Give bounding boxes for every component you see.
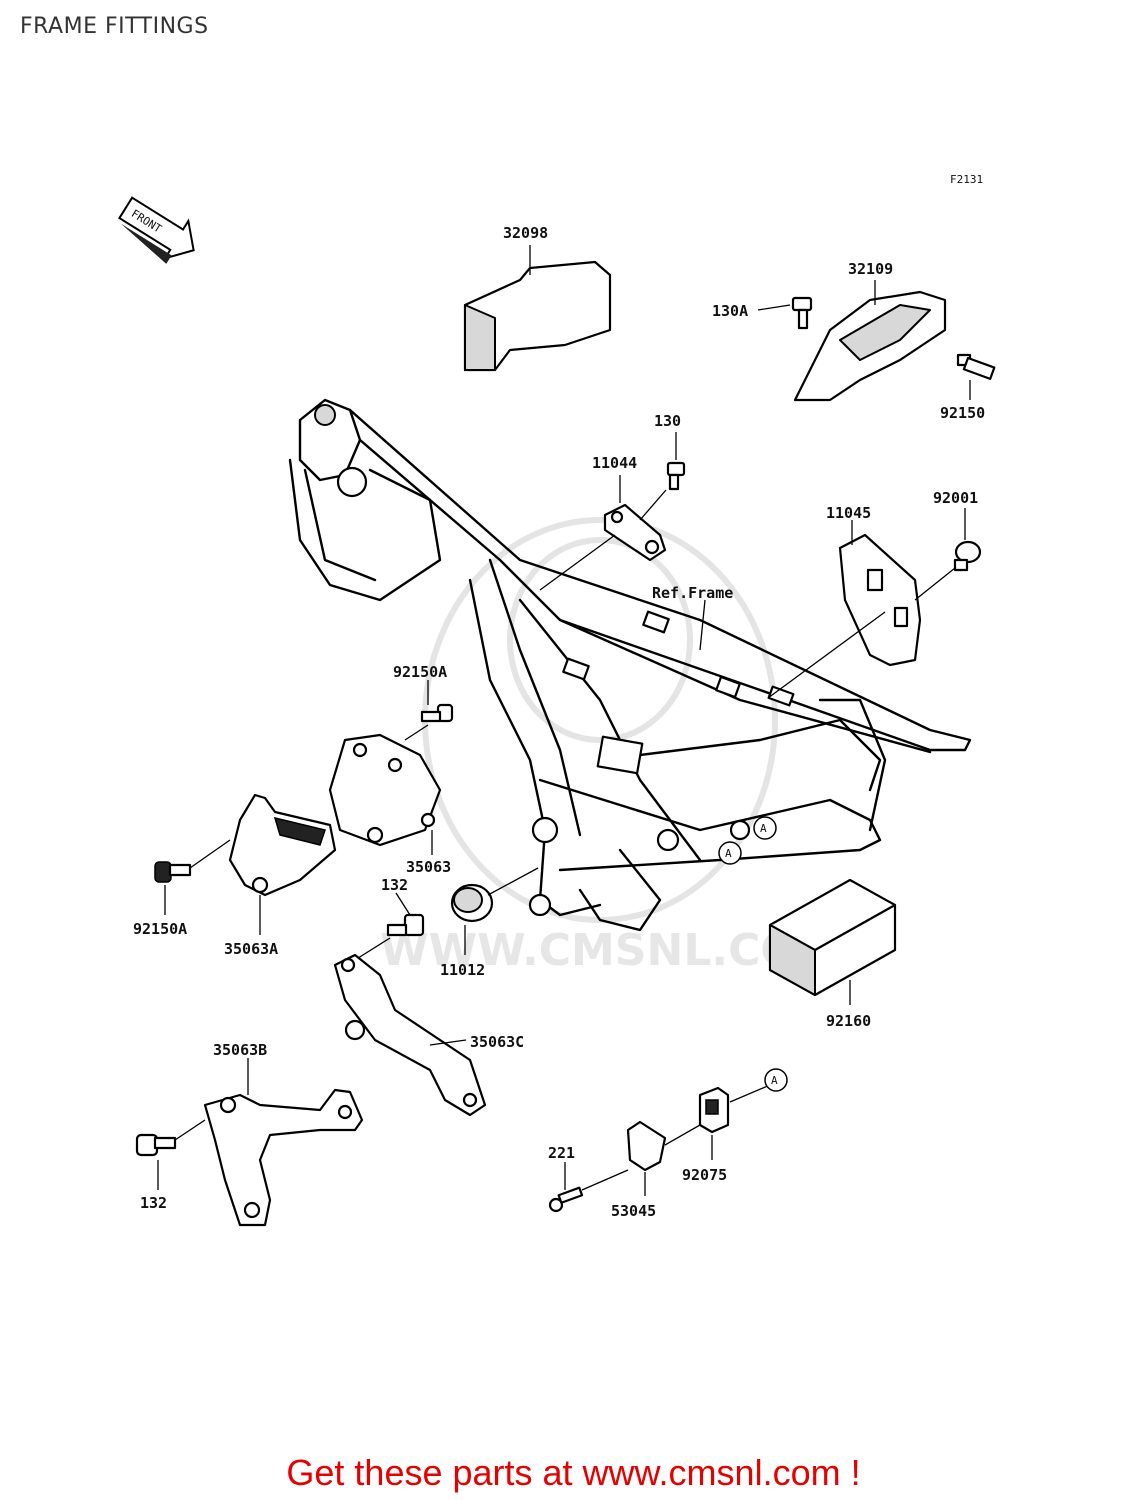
label-35063: 35063 bbox=[406, 858, 451, 876]
marker-a-2: A bbox=[718, 841, 742, 865]
part-92150A-top-bolt: 92150A bbox=[393, 663, 454, 741]
label-221: 221 bbox=[548, 1144, 575, 1162]
label-130A: 130A bbox=[712, 302, 748, 320]
label-32098: 32098 bbox=[503, 224, 548, 242]
label-35063C: 35063C bbox=[470, 1033, 524, 1051]
label-132-mid: 132 bbox=[381, 876, 408, 894]
part-132-bottom-bolt: 132 bbox=[135, 1119, 206, 1212]
label-ref-frame: Ref.Frame bbox=[652, 584, 733, 602]
label-35063A: 35063A bbox=[224, 940, 278, 958]
figure-code: F2131 bbox=[950, 173, 983, 186]
svg-text:A: A bbox=[725, 847, 732, 860]
label-35063B: 35063B bbox=[213, 1041, 267, 1059]
svg-text:A: A bbox=[760, 822, 767, 835]
svg-text:A: A bbox=[771, 1074, 778, 1087]
part-130-bolt: 130 bbox=[654, 412, 686, 491]
part-35063-plate: 35063 bbox=[328, 733, 451, 876]
marker-a-1: A bbox=[753, 816, 777, 840]
part-132-mid-bolt: 132 bbox=[354, 876, 425, 961]
label-92150A-top: 92150A bbox=[393, 663, 447, 681]
part-221-screw: 221 bbox=[548, 1144, 629, 1213]
watermark-text: WWW.CMSNL.COM bbox=[380, 925, 842, 976]
label-92075: 92075 bbox=[682, 1166, 727, 1184]
part-35063A-footrest: 35063A bbox=[224, 793, 337, 958]
part-32098-cover: 32098 bbox=[463, 224, 612, 372]
ref-frame-callout: Ref.Frame bbox=[652, 584, 733, 651]
label-92160: 92160 bbox=[826, 1012, 871, 1030]
label-130: 130 bbox=[654, 412, 681, 430]
label-11044: 11044 bbox=[592, 454, 637, 472]
part-92160-case: 92160 bbox=[768, 878, 897, 1030]
label-132-bottom: 132 bbox=[140, 1194, 167, 1212]
parts-diagram: WWW.CMSNL.COM F2131 FRONT bbox=[118, 173, 996, 1227]
front-arrow-icon: FRONT bbox=[118, 196, 195, 264]
part-35063C-bracket: 35063C bbox=[333, 953, 524, 1117]
label-92001: 92001 bbox=[933, 489, 978, 507]
part-35063B-bracket: 35063B bbox=[203, 1041, 364, 1227]
page-title: FRAME FITTINGS bbox=[20, 14, 209, 39]
part-32109-guard: 32109 bbox=[793, 260, 947, 402]
main-frame bbox=[288, 398, 972, 932]
part-92075-damper: 92075 bbox=[682, 1084, 771, 1184]
label-11012: 11012 bbox=[440, 961, 485, 979]
part-11045-bracket: 11045 bbox=[767, 504, 922, 699]
part-92150A-left-bolt: 92150A bbox=[133, 839, 231, 938]
label-32109: 32109 bbox=[848, 260, 893, 278]
label-53045: 53045 bbox=[611, 1202, 656, 1220]
part-53045-bracket: 53045 bbox=[611, 1120, 701, 1220]
label-92150: 92150 bbox=[940, 404, 985, 422]
label-92150A-left: 92150A bbox=[133, 920, 187, 938]
part-11044-bracket: 11044 bbox=[539, 454, 667, 591]
part-130A-bolt: 130A bbox=[712, 296, 813, 330]
part-92001-bolt: 92001 bbox=[914, 489, 982, 601]
footer-cta-link[interactable]: Get these parts at www.cmsnl.com ! bbox=[286, 1452, 861, 1493]
part-11012-cap: 11012 bbox=[440, 867, 539, 979]
label-11045: 11045 bbox=[826, 504, 871, 522]
part-92150-bolt: 92150 bbox=[940, 353, 996, 422]
marker-a-3: A bbox=[764, 1068, 788, 1092]
